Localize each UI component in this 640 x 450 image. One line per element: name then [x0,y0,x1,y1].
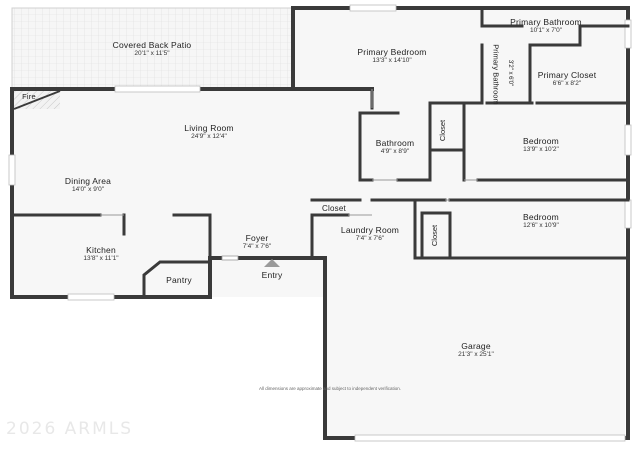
room-dims: 7'4" x 7'6" [355,235,385,242]
room-fire: Fire [22,92,36,102]
room-dims: 24'9" x 12'4" [191,133,227,140]
room-closet-top: Closet [438,120,447,141]
room-kitchen: Kitchen 13'8" x 11'1" [83,245,118,263]
fireplace-edge [13,90,61,110]
room-name: Closet [322,204,346,213]
room-dims: 13'3" x 14'10" [372,57,412,64]
room-name: Pantry [166,275,192,285]
watermark-text: 2026 ARMLS [6,419,134,439]
room-dims: 13'8" x 11'1" [83,255,119,262]
room-dining: Dining Area 14'0" x 9'0" [65,176,111,194]
room-dims: 4'9" x 8'9" [380,148,410,155]
room-dims: 13'9" x 10'2" [523,146,559,153]
room-name: Covered Back Patio [112,40,192,50]
room-name: Foyer [245,233,269,243]
room-dims: 12'6" x 10'9" [523,222,559,229]
doors [100,89,478,216]
room-name: Dining Area [64,176,112,186]
room-laundry: Laundry Room 7'4" x 7'6" [341,225,399,243]
room-dims: 21'3" x 25'1" [458,351,494,358]
room-name: Laundry Room [340,225,400,235]
room-garage: Garage 21'3" x 25'1" [458,341,494,359]
room-closet-laundry: Closet [322,204,346,214]
room-primary-closet: Primary Closet 6'6" x 8'2" [538,70,597,88]
room-name: Closet [430,224,440,247]
room-primary-bedroom: Primary Bedroom 13'3" x 14'10" [357,47,426,65]
patio-floor [11,7,293,90]
room-dims: 20'1" x 11'5" [134,50,170,57]
room-name: Closet [438,119,448,142]
room-living: Living Room 24'9" x 12'4" [184,123,233,141]
room-name: Garage [461,341,491,351]
room-dims: 10'1" x 7'0" [529,27,563,34]
disclaimer-text: All dimensions are approximate and subje… [258,386,402,391]
room-primary-bathroom-small-dims: 3'2" x 6'0" [507,60,513,86]
room-name: Primary Bathroom [510,17,582,27]
room-name: Bedroom [523,212,559,222]
room-primary-bathroom: Primary Bathroom 10'1" x 7'0" [510,17,582,35]
room-foyer: Foyer 7'4" x 7'6" [243,233,271,251]
interior-walls [10,6,630,299]
room-dims: 7'4" x 7'6" [242,243,272,250]
floor-fills [12,8,625,438]
room-name: Fire [22,92,36,101]
room-dims: 3'2" x 6'0" [507,59,514,87]
room-bedroom-top: Bedroom 13'9" x 10'2" [523,136,559,154]
room-pantry: Pantry [166,275,192,285]
room-closet-bottom: Closet [430,225,439,246]
room-entry: Entry [262,270,283,280]
room-name: Primary Closet [537,70,597,80]
room-name: Entry [261,270,283,280]
room-bedroom-bottom: Bedroom 12'6" x 10'9" [523,212,559,230]
entry-arrow-icon [264,259,280,267]
room-dims: 14'0" x 9'0" [71,186,105,193]
room-name: Living Room [184,123,234,133]
room-patio: Covered Back Patio 20'1" x 11'5" [113,40,192,58]
room-name: Bedroom [523,136,559,146]
room-name: Bathroom [375,138,415,148]
windows [8,4,632,442]
room-name: Primary Bathroom [491,44,501,105]
room-primary-bathroom-small: Primary Bathroom [492,44,501,104]
entry-threshold [221,255,239,261]
room-name: Primary Bedroom [357,47,427,57]
room-dims: 6'6" x 8'2" [552,80,582,87]
room-bathroom: Bathroom 4'9" x 8'9" [376,138,414,156]
room-name: Kitchen [86,245,116,255]
